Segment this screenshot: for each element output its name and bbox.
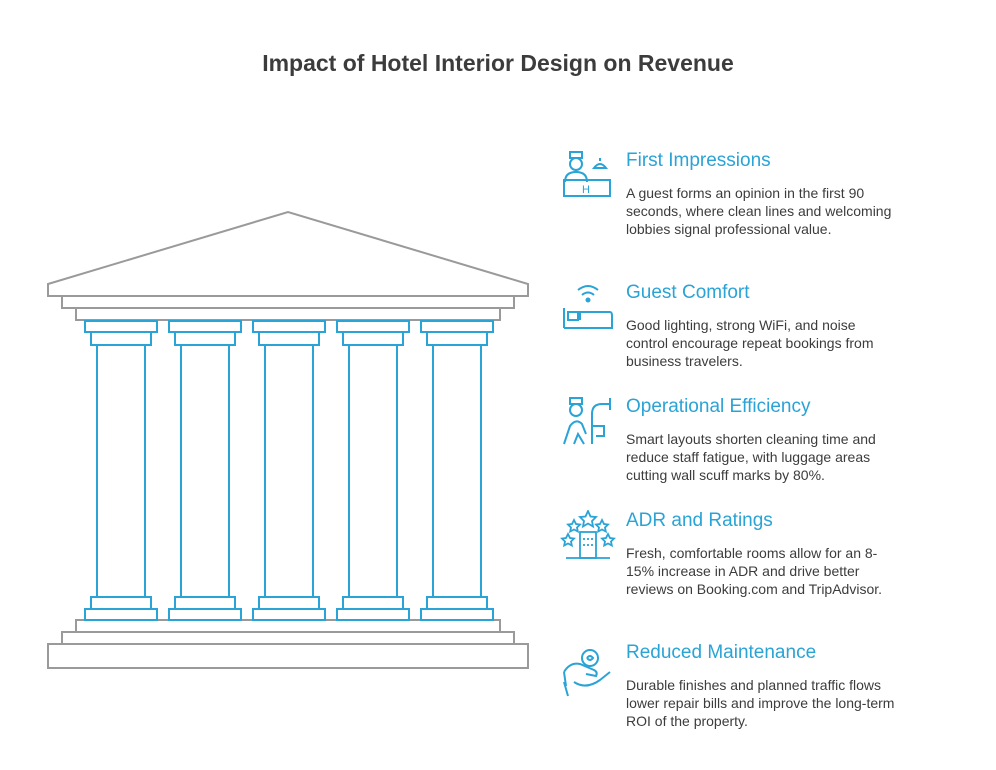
column-5-capital — [420, 320, 494, 333]
column-3-base — [252, 608, 326, 621]
column-3-base-top — [258, 596, 320, 610]
temple-base-middle — [61, 631, 515, 645]
temple-entablature-bottom — [75, 307, 501, 321]
temple-entablature-top — [61, 295, 515, 309]
column-2-capital — [168, 320, 242, 333]
item-heading: Reduced Maintenance — [626, 642, 817, 663]
temple-base-top — [75, 619, 501, 633]
column-1-base — [84, 608, 158, 621]
column-3-capital — [252, 320, 326, 333]
column-3-capital-neck — [258, 331, 320, 346]
column-5-base — [420, 608, 494, 621]
column-4-base — [336, 608, 410, 621]
column-4-capital-neck — [342, 331, 404, 346]
column-1-capital — [84, 320, 158, 333]
item-heading: Guest Comfort — [626, 282, 750, 303]
staff-cleaning-icon — [563, 397, 611, 445]
column-5-base-top — [426, 596, 488, 610]
column-3-shaft — [264, 344, 314, 598]
column-4-base-top — [342, 596, 404, 610]
column-4-capital — [336, 320, 410, 333]
column-2-capital-neck — [174, 331, 236, 346]
hotel-reception-icon: H — [563, 151, 611, 197]
temple-diagram — [47, 210, 529, 669]
hand-coin-icon — [563, 649, 611, 697]
item-description: Good lighting, strong WiFi, and noise co… — [626, 317, 874, 369]
column-1-shaft — [96, 344, 146, 598]
diagram-title: Impact of Hotel Interior Design on Reven… — [262, 50, 734, 76]
item-description: A guest forms an opinion in the first 90… — [626, 185, 892, 237]
item-heading: Operational Efficiency — [626, 396, 811, 417]
item-description: Fresh, comfortable rooms allow for an 8-… — [626, 545, 883, 597]
item-heading: First Impressions — [626, 150, 771, 171]
temple-base-bottom — [47, 643, 529, 669]
column-5-shaft — [432, 344, 482, 598]
column-2-base-top — [174, 596, 236, 610]
item-description: Smart layouts shorten cleaning time and … — [626, 431, 876, 483]
temple-roof — [47, 210, 529, 297]
column-1-base-top — [90, 596, 152, 610]
bed-wifi-icon — [563, 285, 613, 329]
item-heading: ADR and Ratings — [626, 510, 773, 531]
svg-text:H: H — [582, 184, 590, 196]
hotel-stars-icon — [560, 510, 616, 559]
item-description: Durable finishes and planned traffic flo… — [626, 677, 895, 729]
column-5-capital-neck — [426, 331, 488, 346]
column-2-shaft — [180, 344, 230, 598]
column-4-shaft — [348, 344, 398, 598]
column-1-capital-neck — [90, 331, 152, 346]
column-2-base — [168, 608, 242, 621]
